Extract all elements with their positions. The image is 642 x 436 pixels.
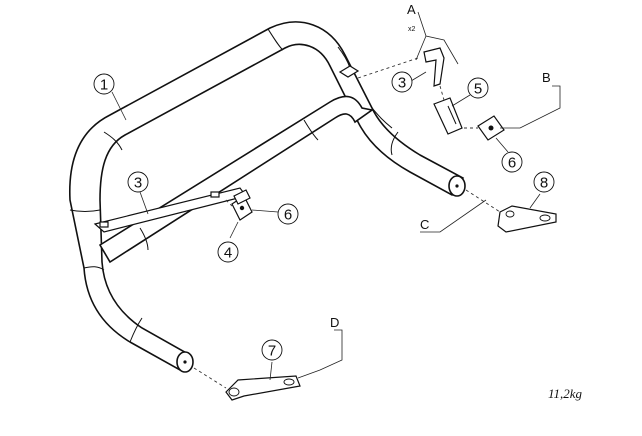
weight-label: 11,2kg — [548, 386, 583, 401]
part-number-4: 4 — [224, 245, 232, 262]
callout-circle — [467, 77, 489, 99]
callout-circle — [277, 203, 299, 225]
clamp-5 — [433, 97, 463, 135]
callout-a-leader — [415, 35, 427, 61]
callout-8: 8 — [533, 171, 555, 193]
bend-seam — [139, 227, 149, 251]
callout-c-label: C — [420, 217, 429, 232]
callout-a-quantity: x2 — [408, 26, 416, 33]
bend-seam — [103, 131, 123, 151]
mount-7-hole — [283, 378, 295, 386]
clamp-hole — [239, 205, 245, 211]
right-tube-end-hole — [455, 184, 459, 188]
bend-seam — [83, 266, 105, 271]
part-number-5: 5 — [474, 81, 482, 98]
callout-circle — [261, 339, 283, 361]
mount-7 — [225, 375, 301, 401]
mount-7-hole — [228, 387, 240, 397]
mount-8 — [497, 205, 557, 233]
bend-seam — [303, 119, 319, 141]
upper-bracket-group — [423, 47, 505, 141]
leader-3-upper — [410, 71, 427, 82]
part-number-6: 6 — [284, 207, 292, 224]
lower-clamp-group — [231, 189, 253, 221]
nut-6-lower — [233, 189, 251, 205]
leader-1 — [111, 91, 127, 121]
leader-7 — [269, 361, 273, 381]
callout-5: 5 — [467, 77, 489, 99]
callout-7: 7 — [261, 339, 283, 361]
part-number-7: 7 — [268, 343, 276, 360]
leader-3-lower — [139, 191, 149, 215]
brace-tab — [210, 191, 220, 198]
assembly-line — [439, 85, 445, 101]
callout-1: 1 — [93, 73, 115, 95]
callout-circle — [217, 241, 239, 263]
leader-6-upper — [495, 137, 509, 153]
leader-6-lower — [251, 209, 279, 213]
callout-6-lower: 6 — [277, 203, 299, 225]
lower-tube — [98, 95, 374, 264]
callout-b-label: B — [542, 70, 551, 85]
callout-b-leader — [500, 85, 561, 129]
leader-5 — [451, 94, 471, 107]
assembly-line — [193, 367, 227, 389]
bend-seam — [390, 131, 399, 156]
callout-4: 4 — [217, 241, 239, 263]
mount-8-hole — [505, 210, 515, 218]
leader-4 — [229, 221, 239, 239]
clamp-slot — [447, 105, 457, 125]
assembly-line — [465, 189, 501, 213]
callout-c-leader — [420, 199, 487, 233]
part-number-3: 3 — [398, 75, 406, 92]
callout-3-upper: 3 — [391, 71, 413, 93]
nut-hole — [488, 125, 494, 131]
upper-tab — [338, 65, 360, 78]
part-number-1: 1 — [100, 77, 108, 94]
left-tube-end-hole — [183, 360, 187, 364]
callout-circle — [533, 171, 555, 193]
bar-frame — [69, 21, 466, 373]
callout-6-upper: 6 — [501, 151, 523, 173]
bend-seam — [129, 317, 143, 343]
brace-tab — [99, 221, 109, 228]
bend-seam — [69, 209, 101, 212]
bracket-3-upper — [423, 47, 445, 87]
leader-8 — [529, 193, 541, 209]
mount-8-hole — [539, 214, 551, 222]
cross-brace-bracket — [93, 187, 248, 233]
bend-seam — [371, 107, 393, 129]
callout-d-leader — [297, 329, 343, 379]
callout-3-lower: 3 — [127, 171, 149, 193]
callout-circle — [391, 71, 413, 93]
part-number-8: 8 — [540, 175, 548, 192]
callout-circle — [501, 151, 523, 173]
part-number-6: 6 — [508, 155, 516, 172]
assembly-line — [225, 199, 233, 207]
callout-a-leader — [417, 11, 459, 65]
mount-7-plate — [225, 375, 301, 401]
callout-circle — [93, 73, 115, 95]
assembly-line — [357, 57, 419, 79]
callout-d-label: D — [330, 315, 339, 330]
callout-a-label: A — [407, 2, 416, 17]
callout-circle — [127, 171, 149, 193]
part-number-3: 3 — [134, 175, 142, 192]
bend-seam — [267, 28, 284, 51]
